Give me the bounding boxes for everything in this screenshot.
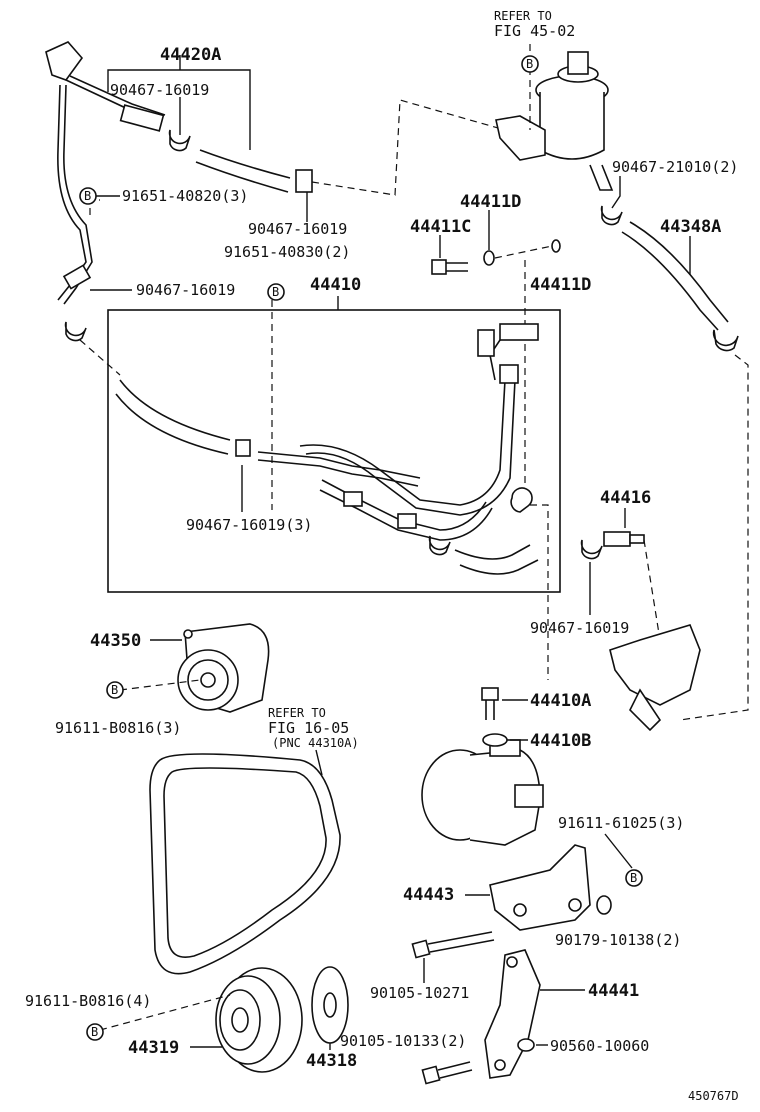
label-44411c: 44411C <box>410 217 471 237</box>
label-91611-b0816-4: 91611-B0816(4) <box>25 992 151 1010</box>
leader-90467-21010 <box>611 176 621 209</box>
bracket-44441 <box>484 949 541 1079</box>
dashed-44416 <box>643 539 661 641</box>
figure-code: 450767D <box>688 1089 739 1103</box>
cap-90560 <box>517 1038 535 1052</box>
hose-44420a <box>168 129 313 193</box>
b-marker-4 <box>106 681 124 699</box>
reservoir-tank <box>495 51 614 191</box>
label-90105-10133: 90105-10133(2) <box>340 1032 466 1050</box>
label-44350: 44350 <box>90 631 141 651</box>
b-marker-2 <box>267 283 285 301</box>
b-marker-4-text: B <box>111 683 118 697</box>
label-90467-16019-c: 90467-16019 <box>136 281 235 299</box>
label-91651-40820: 91651-40820(3) <box>122 187 248 205</box>
b-marker-6-text: B <box>91 1025 98 1039</box>
dashed-crank <box>99 994 231 1031</box>
label-91611-61025: 91611-61025(3) <box>558 814 684 832</box>
label-44411d-a: 44411D <box>460 192 521 212</box>
dashed-idler <box>119 679 201 691</box>
bolt-90105-10271 <box>411 931 495 959</box>
label-91651-40830: 91651-40830(2) <box>224 243 350 261</box>
gasket-44411d-b <box>551 239 561 253</box>
clamp-c <box>64 321 87 342</box>
b-marker-2-text: B <box>272 285 279 299</box>
label-44410a: 44410A <box>530 691 591 711</box>
pressure-tube-assembly <box>45 41 166 305</box>
label-44410b: 44410B <box>530 731 591 751</box>
damper-plate-44318 <box>311 966 349 1044</box>
label-44410: 44410 <box>310 275 361 295</box>
dashed-return-top <box>311 99 541 196</box>
crank-pulley-44319 <box>215 967 303 1073</box>
leader-refer-mid <box>315 749 323 776</box>
leader-44420a-bracket <box>107 69 251 150</box>
pump-outlet-bracket <box>609 624 701 732</box>
return-hose-44410 <box>428 535 539 575</box>
label-44420a: 44420A <box>160 45 221 65</box>
label-90467-16019-d: 90467-16019 <box>530 619 629 637</box>
hose-44348a <box>621 221 739 352</box>
label-44443: 44443 <box>403 885 454 905</box>
label-44318: 44318 <box>306 1051 357 1071</box>
washer-44410b <box>482 733 508 747</box>
label-44441: 44441 <box>588 981 639 1001</box>
dashed-left-hose <box>79 339 121 376</box>
nut-90179 <box>596 895 612 915</box>
dashed-box-right <box>530 504 549 680</box>
gasket-44411d-a <box>483 250 495 266</box>
label-90467-16019-a: 90467-16019 <box>110 81 209 99</box>
bracket-44443 <box>489 844 591 931</box>
v-belt <box>149 753 341 975</box>
label-44319: 44319 <box>128 1038 179 1058</box>
power-steering-pump <box>421 739 544 846</box>
b-marker-1-text: B <box>84 189 91 203</box>
clamp-21010 <box>600 205 623 226</box>
b-marker-5 <box>625 869 643 887</box>
label-44416: 44416 <box>600 488 651 508</box>
refer-top-line2: FIG 45-02 <box>494 22 575 40</box>
label-90560-10060: 90560-10060 <box>550 1037 649 1055</box>
refer-mid-line1: REFER TO <box>268 706 326 720</box>
bolt-44410a <box>481 687 499 720</box>
clamp-d <box>580 539 603 560</box>
b-marker-5-text: B <box>630 871 637 885</box>
label-91611-b0816-3: 91611-B0816(3) <box>55 719 181 737</box>
dashed-44411 <box>494 245 553 259</box>
label-90467-16019-3: 90467-16019(3) <box>186 516 312 534</box>
b-marker-6 <box>86 1023 104 1041</box>
refer-mid-line3: (PNC 44310A) <box>272 736 359 750</box>
pressure-line-44410 <box>115 323 539 541</box>
label-90467-21010: 90467-21010(2) <box>612 158 738 176</box>
label-90467-16019-b: 90467-16019 <box>248 220 347 238</box>
union-bolt-44411c <box>431 259 468 275</box>
label-44348a: 44348A <box>660 217 721 237</box>
leader-91611-61025 <box>604 833 633 869</box>
union-44416 <box>603 531 645 547</box>
refer-mid-line2: FIG 16-05 <box>268 719 349 737</box>
refer-top-line1: REFER TO <box>494 9 552 23</box>
idler-pulley-44350 <box>177 623 270 713</box>
b-marker-3 <box>521 55 539 73</box>
label-44411d-b: 44411D <box>530 275 591 295</box>
bolt-90105-10133 <box>421 1061 473 1085</box>
assembly-box-44410 <box>107 309 561 593</box>
b-marker-3-text: B <box>526 57 533 71</box>
label-90179-10138: 90179-10138(2) <box>555 931 681 949</box>
label-90105-10271: 90105-10271 <box>370 984 469 1002</box>
